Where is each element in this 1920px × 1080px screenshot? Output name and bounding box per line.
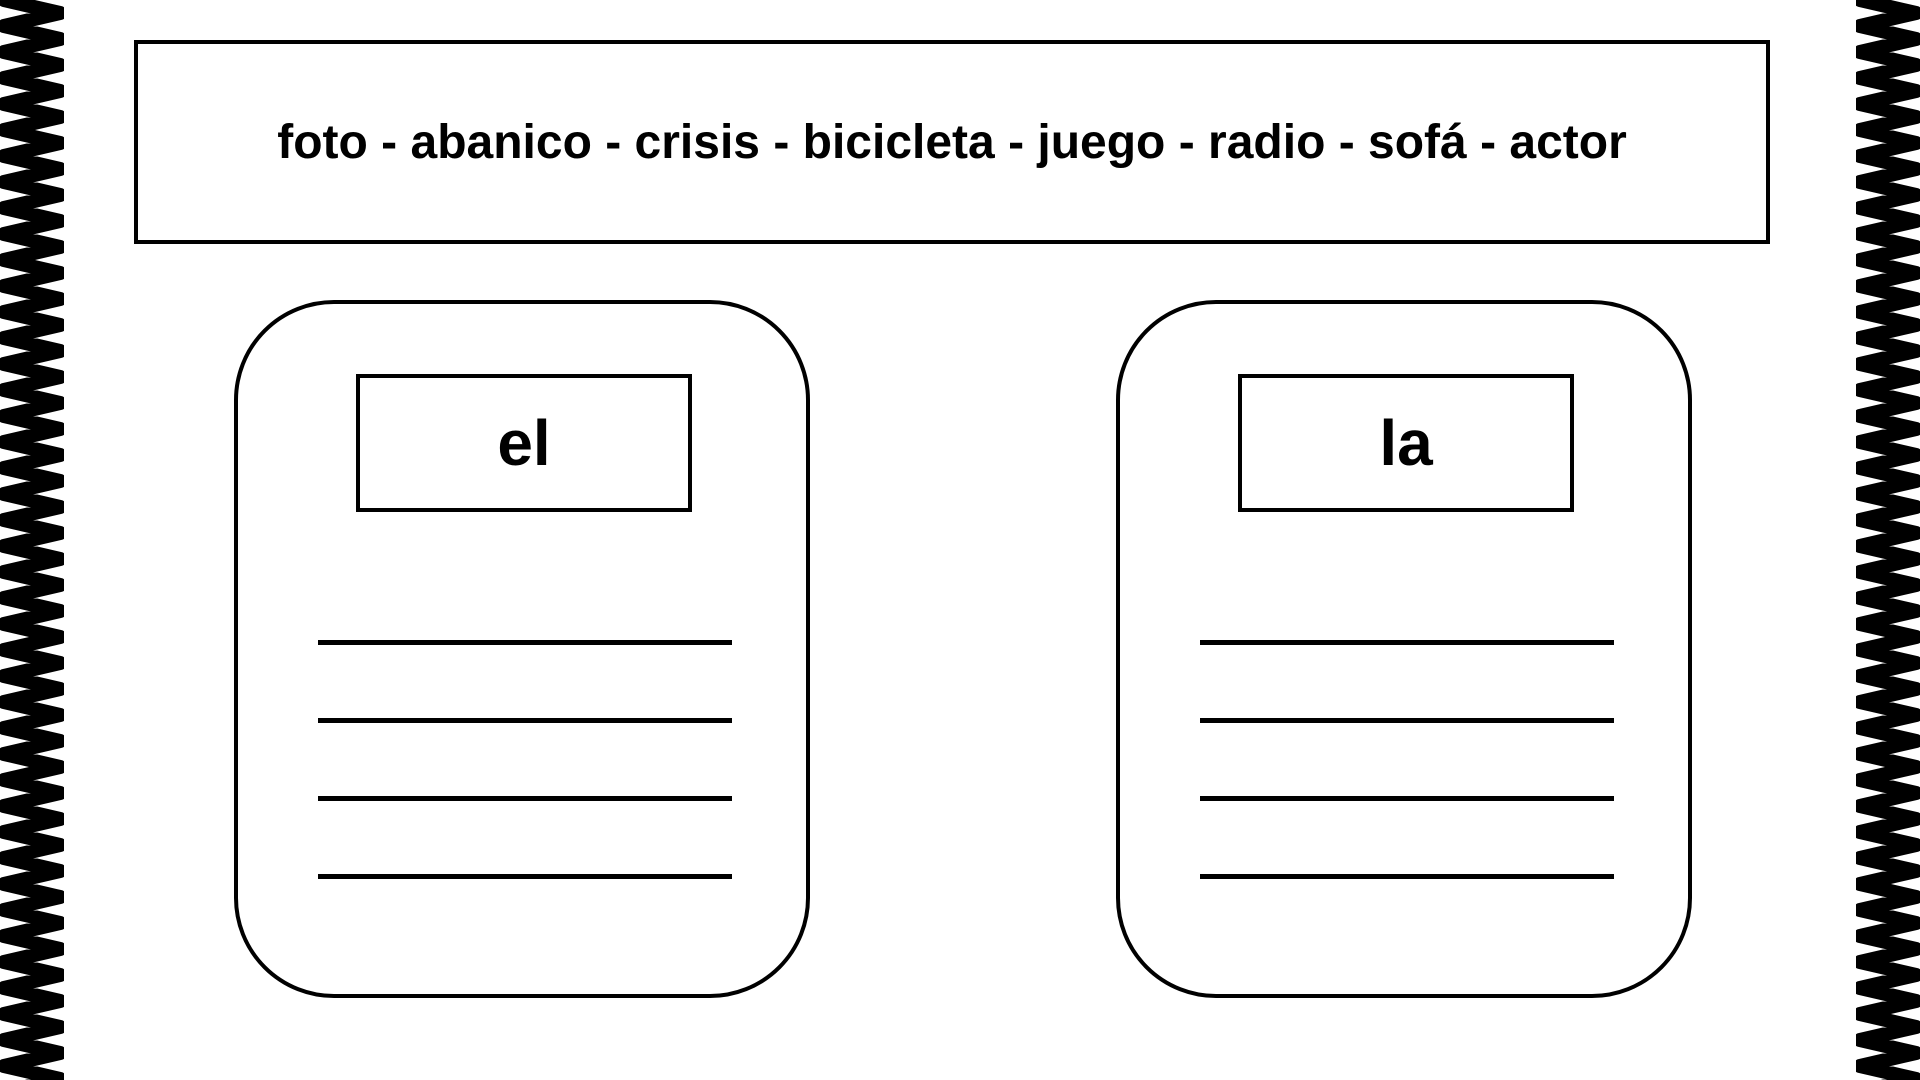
article-label-box: el: [356, 374, 692, 512]
answer-line[interactable]: [1200, 640, 1614, 645]
category-card-la: la: [1116, 300, 1692, 998]
answer-line[interactable]: [1200, 874, 1614, 879]
category-card-el: el: [234, 300, 810, 998]
answer-line[interactable]: [318, 874, 732, 879]
word-bank-text: foto - abanico - crisis - bicicleta - ju…: [277, 115, 1627, 169]
article-label: el: [497, 407, 551, 479]
article-label-box: la: [1238, 374, 1574, 512]
zigzag-border-left: [0, 0, 64, 1080]
article-label: la: [1379, 407, 1433, 479]
answer-line[interactable]: [318, 718, 732, 723]
zigzag-border-right: [1856, 0, 1920, 1080]
answer-line[interactable]: [318, 796, 732, 801]
word-bank-box: foto - abanico - crisis - bicicleta - ju…: [134, 40, 1770, 244]
answer-line[interactable]: [318, 640, 732, 645]
answer-line[interactable]: [1200, 796, 1614, 801]
answer-line[interactable]: [1200, 718, 1614, 723]
